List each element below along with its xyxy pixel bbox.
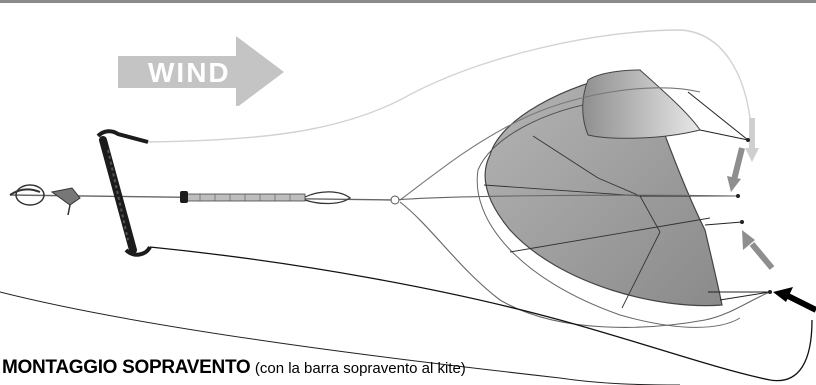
arrow-mid-down [727, 147, 745, 192]
caption-note: (con la barra sopravento al kite) [254, 360, 466, 377]
diagram-caption: MONTAGGIO SOPRAVENTO (con la barra sopra… [2, 357, 466, 379]
kite-tip [582, 69, 701, 139]
top-rule [0, 0, 816, 3]
wind-label: WIND [148, 57, 231, 88]
arrow-dark [773, 287, 816, 313]
caption-title: MONTAGGIO SOPRAVENTO [2, 357, 251, 378]
arrow-light [745, 118, 759, 162]
wind-direction-arrow: WIND [118, 36, 288, 106]
wind-arrow-shape [118, 36, 284, 106]
bridle-points [736, 138, 772, 294]
control-bar [9, 129, 400, 257]
kite-canopy [476, 69, 741, 328]
arrow-mid-up [742, 230, 775, 270]
